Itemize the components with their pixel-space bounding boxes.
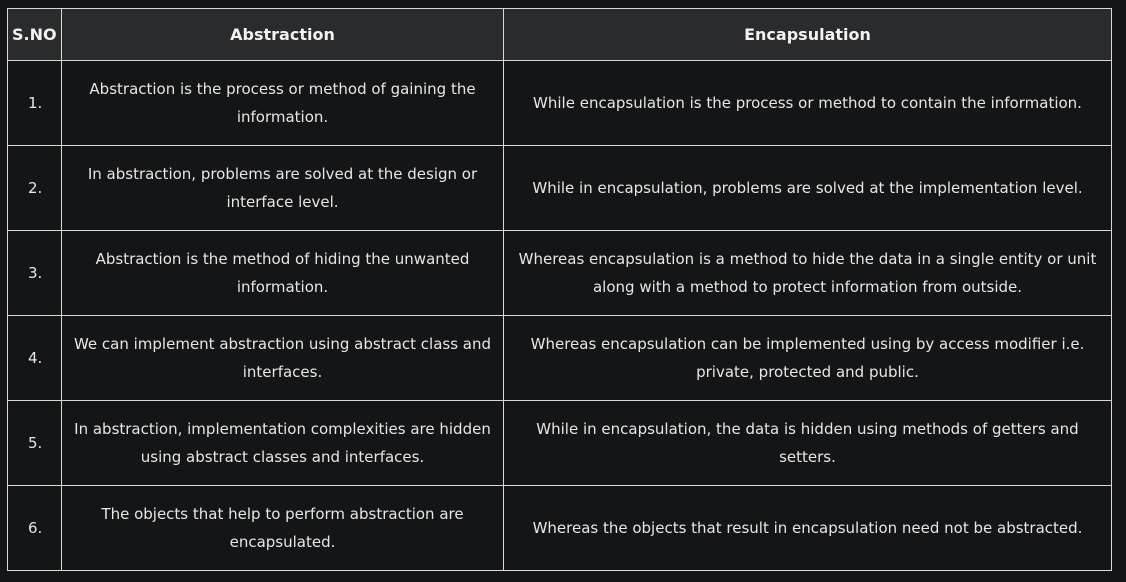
table-row: 1. Abstraction is the process or method …	[7, 60, 1112, 146]
comparison-table: S.NO Abstraction Encapsulation 1. Abstra…	[7, 8, 1112, 571]
encapsulation-cell: Whereas encapsulation can be implemented…	[503, 315, 1112, 401]
row-number: 5.	[7, 400, 62, 486]
comparison-table-container: S.NO Abstraction Encapsulation 1. Abstra…	[7, 8, 1112, 571]
encapsulation-cell: While encapsulation is the process or me…	[503, 60, 1112, 146]
encapsulation-cell: Whereas encapsulation is a method to hid…	[503, 230, 1112, 316]
table-row: 3. Abstraction is the method of hiding t…	[7, 230, 1112, 316]
table-row: 2. In abstraction, problems are solved a…	[7, 145, 1112, 231]
encapsulation-cell: While in encapsulation, the data is hidd…	[503, 400, 1112, 486]
abstraction-cell: In abstraction, implementation complexit…	[61, 400, 504, 486]
table-row: 4. We can implement abstraction using ab…	[7, 315, 1112, 401]
row-number: 6.	[7, 485, 62, 571]
row-number: 4.	[7, 315, 62, 401]
row-number: 3.	[7, 230, 62, 316]
table-row: 6. The objects that help to perform abst…	[7, 485, 1112, 571]
table-row: 5. In abstraction, implementation comple…	[7, 400, 1112, 486]
table-body: 1. Abstraction is the process or method …	[7, 60, 1112, 571]
header-encapsulation: Encapsulation	[503, 8, 1112, 61]
abstraction-cell: In abstraction, problems are solved at t…	[61, 145, 504, 231]
encapsulation-cell: Whereas the objects that result in encap…	[503, 485, 1112, 571]
abstraction-cell: We can implement abstraction using abstr…	[61, 315, 504, 401]
header-row: S.NO Abstraction Encapsulation	[7, 8, 1112, 61]
abstraction-cell: The objects that help to perform abstrac…	[61, 485, 504, 571]
encapsulation-cell: While in encapsulation, problems are sol…	[503, 145, 1112, 231]
table-header: S.NO Abstraction Encapsulation	[7, 8, 1112, 61]
abstraction-cell: Abstraction is the method of hiding the …	[61, 230, 504, 316]
abstraction-cell: Abstraction is the process or method of …	[61, 60, 504, 146]
row-number: 1.	[7, 60, 62, 146]
header-sno: S.NO	[7, 8, 62, 61]
row-number: 2.	[7, 145, 62, 231]
header-abstraction: Abstraction	[61, 8, 504, 61]
